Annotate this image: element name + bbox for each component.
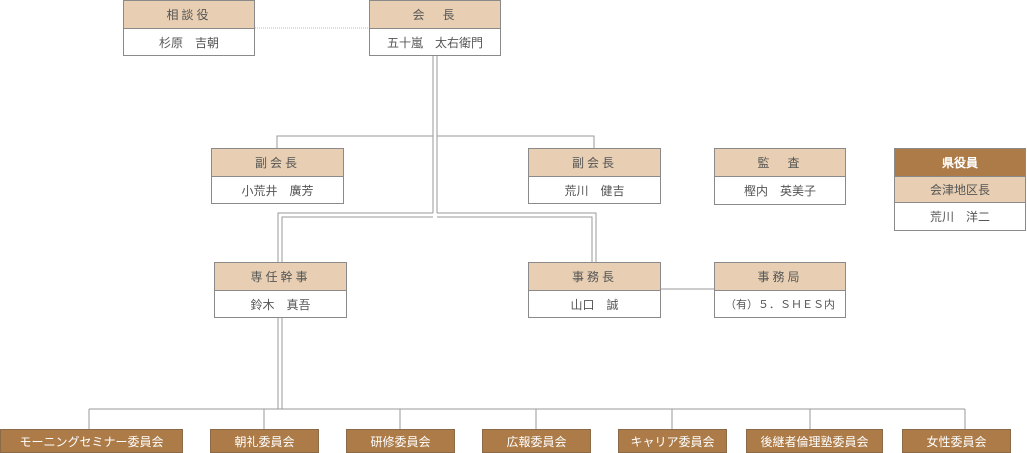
box-name: 小荒井 廣芳 [241, 183, 314, 198]
committee-box: 女性委員会 [902, 429, 1011, 453]
prefecture-box: 県役員会津地区長荒川 洋二 [894, 148, 1026, 231]
vp-right-box: 副会長荒川 健吉 [528, 148, 661, 204]
box-name: 樫内 英美子 [743, 184, 816, 198]
box-title: 副会長 [529, 149, 660, 177]
vp-left-box: 副会長小荒井 廣芳 [211, 148, 344, 204]
box-name: （有）５．ＳＨＥＳ内 [725, 298, 835, 311]
advisor-box: 相談役杉原 吉朝 [123, 0, 255, 56]
box-name: 杉原 吉朝 [158, 35, 219, 50]
office-chief-box: 事務長山口 誠 [528, 262, 661, 318]
box-title: 県役員 [895, 149, 1025, 177]
box-title: 副会長 [212, 149, 343, 177]
office-box: 事務局 （有）５．ＳＨＥＳ内 [714, 262, 846, 318]
committee-box: キャリア委員会 [618, 429, 727, 453]
box-name: 山口 誠 [570, 297, 619, 312]
box-title: 監 査 [715, 149, 845, 177]
auditor-box: 監 査樫内 英美子 [714, 148, 846, 205]
box-name: 荒川 洋二 [929, 210, 990, 224]
president-box: 会 長五十嵐 太右衛門 [369, 0, 501, 56]
box-role: 会津地区長 [895, 177, 1025, 203]
committee-box: モーニングセミナー委員会 [0, 429, 183, 453]
committee-box: 広報委員会 [482, 429, 591, 453]
box-name: 鈴木 真吾 [250, 297, 311, 312]
box-title: 事務局 [715, 263, 845, 291]
committee-box: 後継者倫理塾委員会 [746, 429, 883, 453]
secretary-box: 専任幹事鈴木 真吾 [214, 262, 347, 318]
box-title: 事務長 [529, 263, 660, 291]
box-title: 専任幹事 [215, 263, 346, 291]
box-title: 相談役 [124, 1, 254, 29]
committee-box: 研修委員会 [346, 429, 455, 453]
box-name: 五十嵐 太右衛門 [386, 35, 483, 50]
committee-box: 朝礼委員会 [210, 429, 319, 453]
box-title: 会 長 [370, 1, 500, 29]
box-name: 荒川 健吉 [564, 183, 625, 198]
